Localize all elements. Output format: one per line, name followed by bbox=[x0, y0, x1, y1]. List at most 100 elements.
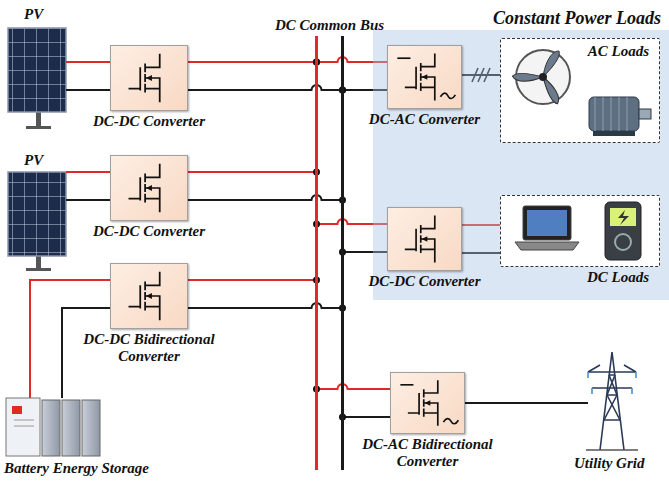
node-label: DC-DC Converter bbox=[368, 273, 480, 290]
node-label: DC Loads bbox=[587, 269, 649, 286]
wire bbox=[317, 384, 391, 389]
mosfet-stroke bbox=[145, 54, 160, 102]
laptop-base bbox=[515, 242, 579, 250]
mosfet bbox=[129, 272, 160, 320]
meter-bolt bbox=[618, 210, 629, 225]
wire bbox=[343, 416, 391, 418]
art-stroke bbox=[604, 375, 620, 420]
art-stroke bbox=[14, 420, 34, 426]
art-stroke bbox=[62, 400, 80, 456]
ac-sign bbox=[443, 419, 458, 424]
mosfet bbox=[408, 380, 438, 425]
converter-box: DC-AC Bidirectional Converter bbox=[390, 372, 465, 434]
motor-base bbox=[593, 131, 635, 136]
art-stroke bbox=[8, 28, 66, 112]
pv-wire bbox=[66, 61, 110, 63]
pv-panel bbox=[8, 172, 66, 271]
pv-wire bbox=[66, 89, 110, 91]
mosfet bbox=[405, 54, 435, 101]
load-region: Constant Power LoadsDC-AC ConverterAC Lo… bbox=[373, 30, 669, 300]
art-stroke bbox=[588, 372, 636, 394]
wire bbox=[188, 195, 343, 200]
power-connection bbox=[313, 384, 390, 421]
wire bbox=[188, 171, 317, 173]
mosfet bbox=[129, 164, 160, 212]
meter-display bbox=[610, 208, 636, 226]
art-stroke bbox=[6, 398, 40, 456]
node-label: DC-AC Bidirectional Converter bbox=[353, 436, 503, 471]
mosfet-stroke bbox=[421, 216, 435, 263]
part-label: Battery Energy Storage bbox=[4, 460, 149, 477]
mosfet bbox=[405, 216, 435, 263]
mosfet-arrow bbox=[422, 74, 428, 80]
switch-symbol bbox=[111, 156, 187, 220]
mosfet-stroke bbox=[408, 393, 419, 415]
mosfet-arrow bbox=[146, 75, 152, 81]
mosfet-stroke bbox=[421, 54, 435, 101]
converter-box: DC-DC Converter bbox=[110, 155, 188, 221]
mosfet-stroke bbox=[424, 380, 438, 425]
power-connection bbox=[188, 169, 346, 204]
switch-symbol bbox=[111, 46, 187, 110]
switch-symbol bbox=[388, 208, 461, 270]
mosfet-arrow bbox=[146, 293, 152, 299]
pv-wire bbox=[66, 171, 110, 173]
converter-box: DC-AC Converter bbox=[387, 45, 462, 109]
art-stroke bbox=[8, 172, 66, 256]
power-connection bbox=[188, 59, 346, 94]
mosfet-stroke bbox=[405, 229, 416, 252]
ac-sign bbox=[440, 93, 455, 98]
motor-shaft bbox=[639, 109, 651, 119]
pv-panel bbox=[8, 28, 66, 129]
art-stroke bbox=[600, 352, 624, 450]
fan-hub bbox=[539, 73, 547, 81]
art-stroke bbox=[604, 375, 620, 420]
art-stroke bbox=[588, 372, 636, 388]
fan-blade bbox=[512, 63, 543, 90]
battery-wire bbox=[62, 308, 110, 398]
wire bbox=[188, 279, 317, 281]
mosfet-stroke bbox=[145, 164, 160, 212]
mosfet-arrow bbox=[425, 400, 431, 405]
meter-dial bbox=[615, 234, 631, 250]
converter-box: DC-DC Converter bbox=[110, 45, 188, 111]
mosfet-stroke bbox=[129, 285, 141, 308]
part-label: PV bbox=[24, 6, 43, 23]
fan-blade bbox=[535, 77, 566, 104]
wire bbox=[188, 303, 343, 308]
dc-sign bbox=[400, 384, 413, 386]
switch-symbol bbox=[391, 373, 464, 433]
load-box: DC Loads bbox=[500, 195, 660, 267]
load-icons bbox=[501, 196, 659, 266]
switch-symbol bbox=[388, 46, 461, 108]
wire bbox=[188, 85, 343, 90]
part-label: PV bbox=[24, 152, 43, 169]
laptop-screen bbox=[523, 206, 571, 240]
mosfet-stroke bbox=[405, 67, 416, 90]
mosfet-arrow bbox=[422, 236, 428, 242]
part-label: Utility Grid bbox=[574, 455, 644, 472]
load-box: AC Loads bbox=[500, 38, 660, 143]
art-stroke bbox=[12, 406, 22, 414]
mosfet-stroke bbox=[145, 272, 160, 320]
node-label: AC Loads bbox=[588, 43, 649, 60]
grid-wire bbox=[465, 402, 588, 404]
node-label: DC-DC Converter bbox=[93, 113, 205, 130]
mosfet-stroke bbox=[129, 177, 141, 200]
node-label: Constant Power Loads bbox=[493, 8, 661, 29]
dc-sign bbox=[397, 57, 410, 59]
art-stroke bbox=[586, 449, 638, 451]
dc-bus: DC Common Bus bbox=[315, 36, 344, 470]
power-connection bbox=[188, 277, 346, 312]
mosfet-stroke bbox=[129, 67, 141, 90]
mosfet bbox=[129, 54, 160, 102]
transmission-tower bbox=[586, 352, 638, 450]
art-stroke bbox=[26, 268, 51, 271]
pv-wire bbox=[66, 199, 110, 201]
laptop-display bbox=[527, 210, 567, 236]
mosfet-arrow bbox=[146, 185, 152, 191]
motor-icon bbox=[589, 97, 639, 131]
node-label: DC-AC Converter bbox=[369, 111, 480, 128]
motor-fins bbox=[595, 97, 627, 131]
